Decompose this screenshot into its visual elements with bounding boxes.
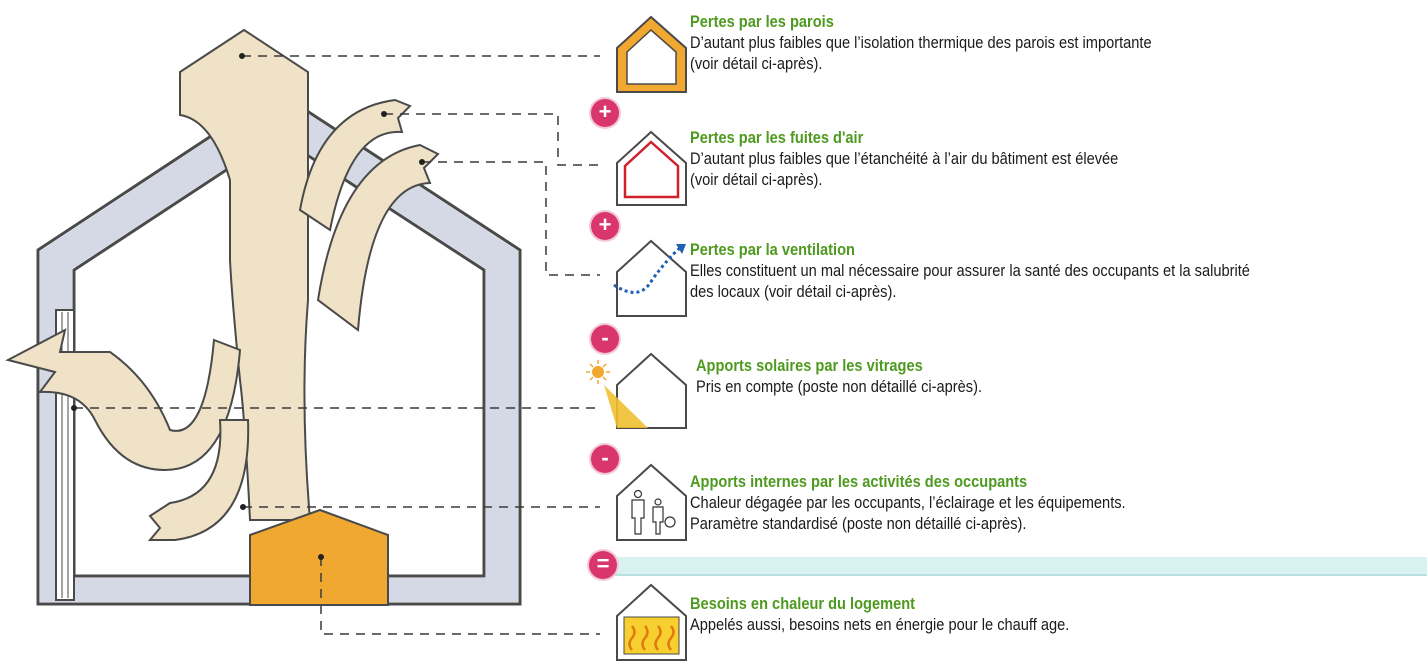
item-desc: D’autant plus faibles que l’isolation th…: [690, 33, 1152, 73]
operator-minus-1: -: [591, 325, 619, 353]
flow-internal-gains: [147, 419, 250, 541]
item-title: Apports internes par les activités des o…: [690, 472, 1028, 491]
item-desc: Chaleur dégagée par les occupants, l’écl…: [690, 493, 1126, 533]
item-desc: Pris en compte (poste non détaillé ci-ap…: [696, 377, 983, 396]
result-bar: [612, 557, 1427, 575]
flow-air-leaks: [298, 98, 412, 232]
operator-plus-1: +: [591, 99, 619, 127]
item-walls: Pertes par les parois D’autant plus faib…: [690, 12, 1227, 74]
house-ventilation-icon: [613, 239, 687, 317]
house-airtightness-icon: [616, 130, 687, 206]
item-title: Pertes par les parois: [690, 12, 834, 31]
connector-lines: [74, 55, 600, 635]
house-occupants-icon: [616, 463, 687, 541]
item-desc: D’autant plus faibles que l’étanchéité à…: [690, 149, 1119, 189]
operator-plus-2: +: [591, 212, 619, 240]
item-desc: Elles constituent un mal nécessaire pour…: [690, 261, 1250, 301]
flow-walls-trunk: [179, 28, 312, 521]
item-title: Apports solaires par les vitrages: [696, 356, 923, 375]
house-heating-icon: [616, 583, 687, 661]
item-internal-gains: Apports internes par les activités des o…: [690, 472, 1197, 534]
house-solar-gain-icon: [586, 352, 687, 429]
item-title: Pertes par la ventilation: [690, 240, 855, 259]
operator-minus-2: -: [591, 445, 619, 473]
house-walls-insulation-icon: [616, 15, 687, 93]
operator-equals: =: [589, 551, 617, 579]
item-heating-need: Besoins en chaleur du logement Appelés a…: [690, 594, 1131, 635]
item-air-leaks: Pertes par les fuites d'air D’autant plu…: [690, 128, 1188, 190]
item-desc: Appelés aussi, besoins nets en énergie p…: [690, 615, 1070, 634]
item-title: Besoins en chaleur du logement: [690, 594, 916, 613]
flow-solar-gain: [5, 328, 242, 472]
flow-ventilation: [316, 143, 440, 332]
item-ventilation: Pertes par la ventilation Elles constitu…: [690, 240, 1341, 302]
item-title: Pertes par les fuites d'air: [690, 128, 864, 147]
item-solar-gains: Apports solaires par les vitrages Pris e…: [696, 356, 1029, 397]
connector-dots: [71, 53, 425, 560]
